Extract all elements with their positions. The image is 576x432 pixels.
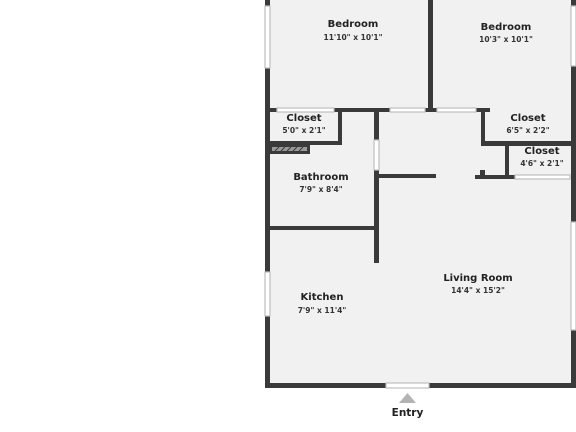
room-name: Bathroom [293,172,348,183]
room-dimensions: 4'6" x 2'1" [520,159,563,168]
floor-area [266,0,576,386]
room-name: Closet [286,113,321,124]
hatched-fixture [270,145,310,154]
door-opening-bedroom-right [436,107,477,113]
room-bathroom: Bathroom 7'9" x 8'4" [293,172,348,194]
door-opening-bathroom [373,139,380,171]
window-kitchen [264,271,271,317]
windows [264,5,576,389]
room-bedroom-1: Bedroom 11'10" x 10'1" [324,19,383,42]
room-dimensions: 14'4" x 15'2" [451,286,505,295]
up-triangle-icon [399,393,416,403]
window-living [570,221,576,331]
room-dimensions: 5'0" x 2'1" [282,126,325,135]
room-name: Bedroom [328,19,379,30]
room-name: Closet [510,113,545,124]
entry-door-opening [385,382,430,389]
room-name: Bedroom [481,22,532,33]
door-opening-closet-left [276,107,335,113]
room-name: Kitchen [301,292,344,303]
room-bedroom-2: Bedroom 10'3" x 10'1" [479,22,533,44]
walls [265,0,576,388]
room-dimensions: 11'10" x 10'1" [324,33,383,42]
room-dimensions: 10'3" x 10'1" [479,35,533,44]
entry-label: Entry [392,407,424,419]
entry-marker: Entry [392,393,424,419]
room-kitchen: Kitchen 7'9" x 11'4" [298,292,347,315]
door-opening-bedroom-left [389,107,426,113]
room-name: Living Room [443,273,512,284]
room-dimensions: 7'9" x 11'4" [298,306,347,315]
room-closet-right-lower: Closet 4'6" x 2'1" [520,146,563,168]
room-closet-left: Closet 5'0" x 2'1" [282,113,325,135]
room-living-room: Living Room 14'4" x 15'2" [443,273,512,295]
window-bedroom-left [264,5,271,69]
window-bedroom-right [570,5,576,67]
room-dimensions: 7'9" x 8'4" [299,185,342,194]
door-opening-closet-right [514,174,571,180]
room-name: Closet [524,146,559,157]
room-closet-right-upper: Closet 6'5" x 2'2" [506,113,549,135]
room-dimensions: 6'5" x 2'2" [506,126,549,135]
